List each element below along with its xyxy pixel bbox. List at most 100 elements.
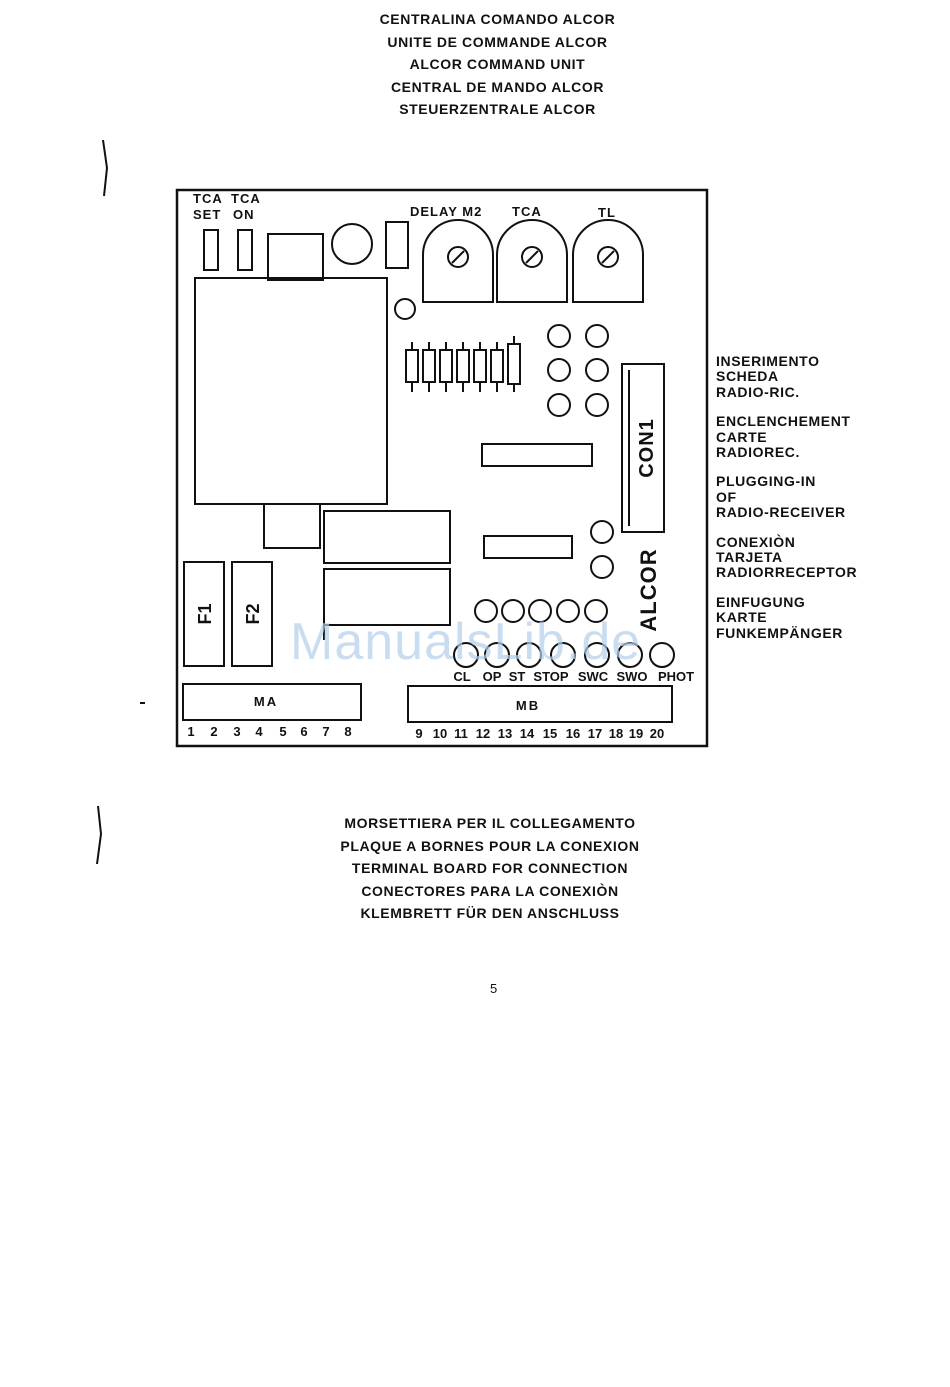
title-line: UNITE DE COMMANDE ALCOR (387, 33, 608, 50)
note-line: CONEXIÒN (716, 533, 796, 550)
terminal-number: 4 (255, 724, 263, 739)
note-group-en: PLUGGING-IN OF RADIO-RECEIVER (716, 473, 857, 521)
margin-mark (96, 805, 103, 865)
signal-led (516, 642, 542, 668)
resistor-array (405, 336, 521, 392)
con1-connector (621, 363, 665, 533)
terminal-number: 15 (543, 726, 557, 741)
tca-on-label-bottom: ON (233, 207, 255, 222)
terminal-number: 6 (300, 724, 307, 739)
pad (547, 393, 571, 417)
signal-label-cl: CL (453, 669, 470, 684)
trimmer-tca (496, 219, 568, 303)
pad (585, 358, 609, 382)
title-block: CENTRALINA COMANDO ALCOR UNITE DE COMMAN… (0, 8, 950, 121)
note-line: RADIOREC. (716, 444, 800, 461)
signal-label-swo: SWO (616, 669, 647, 684)
radio-receiver-note: INSERIMENTO SCHEDA RADIO-RIC. ENCLENCHEM… (716, 353, 858, 655)
relay (323, 568, 451, 626)
signal-label-op: OP (483, 669, 502, 684)
terminal-number: 20 (650, 726, 664, 741)
ma-terminal-numbers: 1 2 3 4 5 6 7 8 (187, 724, 351, 739)
mb-terminal-numbers: 9 10 11 12 13 14 15 16 17 18 19 20 (415, 726, 664, 741)
trimmer-screw-icon (597, 246, 619, 268)
capacitor (331, 223, 373, 265)
fuse-f1 (183, 561, 225, 667)
note-line: ENCLENCHEMENT (716, 413, 851, 430)
signal-led (584, 642, 610, 668)
terminal-board-caption: MORSETTIERA PER IL COLLEGAMENTO PLAQUE A… (0, 812, 950, 925)
note-line: RADIO-RECEIVER (716, 504, 846, 521)
trimmer-slot (525, 250, 539, 264)
terminal-number: 13 (498, 726, 512, 741)
note-line: PLUGGING-IN (716, 473, 816, 490)
signal-led (617, 642, 643, 668)
terminal-number: 1 (187, 724, 194, 739)
alcor-logo: ALCOR (636, 548, 661, 631)
pad (585, 324, 609, 348)
margin-mark (102, 139, 109, 197)
pad (547, 358, 571, 382)
note-group-es: CONEXIÒN TARJETA RADIORRECEPTOR (716, 533, 858, 581)
ma-label: MA (254, 694, 278, 709)
transformer (194, 277, 388, 505)
note-line: SCHEDA (716, 368, 779, 385)
title-line: CENTRAL DE MANDO ALCOR (390, 78, 605, 95)
note-line: FUNKEMPÄNGER (716, 624, 843, 641)
fuse-f2-label: F2 (243, 603, 263, 624)
tca-trimmer-label: TCA (512, 204, 542, 219)
tca-on-switch (237, 229, 253, 271)
caption-line: MORSETTIERA PER IL COLLEGAMENTO (344, 815, 636, 831)
tl-label: TL (598, 205, 616, 220)
caption-line: PLAQUE A BORNES POUR LA CONEXION (340, 837, 640, 854)
led (501, 599, 525, 623)
component-block (267, 233, 324, 281)
terminal-number: 16 (566, 726, 580, 741)
trimmer-slot (601, 250, 615, 264)
note-group-fr: ENCLENCHEMENT CARTE RADIOREC. (716, 413, 857, 461)
component-block (263, 503, 321, 549)
note-group-de: EINFUGUNG KARTE FUNKEMPÄNGER (716, 593, 857, 641)
terminal-number: 5 (279, 724, 286, 739)
terminal-number: 8 (344, 724, 351, 739)
terminal-number: 7 (322, 724, 329, 739)
terminal-number: 17 (588, 726, 602, 741)
note-line: TARJETA (716, 549, 783, 566)
component-block (385, 221, 409, 269)
led (584, 599, 608, 623)
note-line: INSERIMENTO (716, 353, 820, 369)
terminal-block-ma (182, 683, 362, 721)
trimmer-slot (451, 250, 465, 264)
tca-set-switch (203, 229, 219, 271)
note-line: RADIORRECEPTOR (716, 564, 858, 581)
caption-line: CONECTORES PARA LA CONEXIÒN (361, 882, 619, 899)
terminal-number: 12 (476, 726, 490, 741)
trimmer-screw-icon (521, 246, 543, 268)
title-line: CENTRALINA COMANDO ALCOR (379, 11, 616, 27)
note-line: OF (716, 488, 737, 505)
terminal-number: 18 (609, 726, 623, 741)
page-number: 5 (490, 981, 498, 996)
led (474, 599, 498, 623)
note-line: RADIO-RIC. (716, 383, 800, 400)
terminal-number: 19 (629, 726, 643, 741)
terminal-number: 2 (210, 724, 217, 739)
trimmer-delay-m2 (422, 219, 494, 303)
signal-label-swc: SWC (578, 669, 609, 684)
led (556, 599, 580, 623)
trimmer-tl (572, 219, 644, 303)
caption-line: KLEMBRETT FÜR DEN ANSCHLUSS (360, 905, 620, 922)
tca-on-label-top: TCA (231, 191, 261, 206)
con1-label: CON1 (636, 418, 658, 478)
led (528, 599, 552, 623)
mb-label: MB (516, 698, 540, 713)
signal-label-st: ST (509, 669, 526, 684)
ic-chip (483, 535, 573, 559)
title-line: ALCOR COMMAND UNIT (409, 56, 586, 73)
signal-label-phot: PHOT (658, 669, 694, 684)
terminal-number: 14 (520, 726, 535, 741)
note-line: KARTE (716, 609, 768, 626)
signal-led (649, 642, 675, 668)
note-line: EINFUGUNG (716, 593, 806, 610)
